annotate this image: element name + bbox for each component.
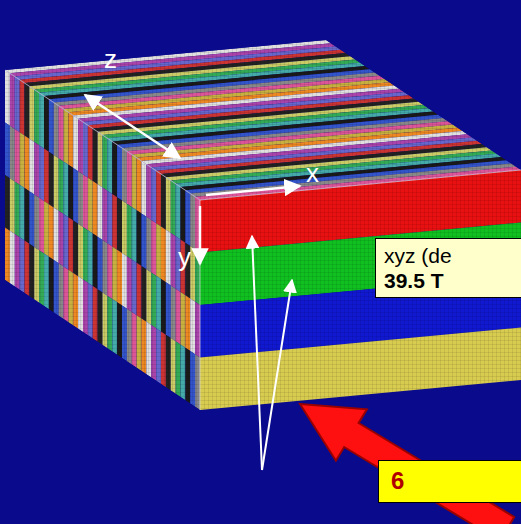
leader-arrow xyxy=(262,280,292,470)
y-axis-arrow xyxy=(199,206,202,264)
axis-label: x xyxy=(306,160,319,186)
axis-label: z xyxy=(104,46,117,72)
grid-texture xyxy=(200,170,521,410)
box-text: 39.5 T xyxy=(384,268,513,293)
box-edge xyxy=(5,70,521,410)
front-face xyxy=(200,170,521,410)
box-text: xyz (de xyxy=(384,243,513,268)
box-text: 6 xyxy=(391,467,509,496)
grid-texture xyxy=(5,70,200,410)
leader-arrow xyxy=(252,236,262,470)
axis-label: y xyxy=(178,244,191,270)
z-axis-arrow xyxy=(85,95,180,158)
x-axis-arrow xyxy=(206,186,300,195)
count-box: 6 xyxy=(378,460,521,503)
callout-box: xyz (de39.5 T xyxy=(375,238,521,298)
